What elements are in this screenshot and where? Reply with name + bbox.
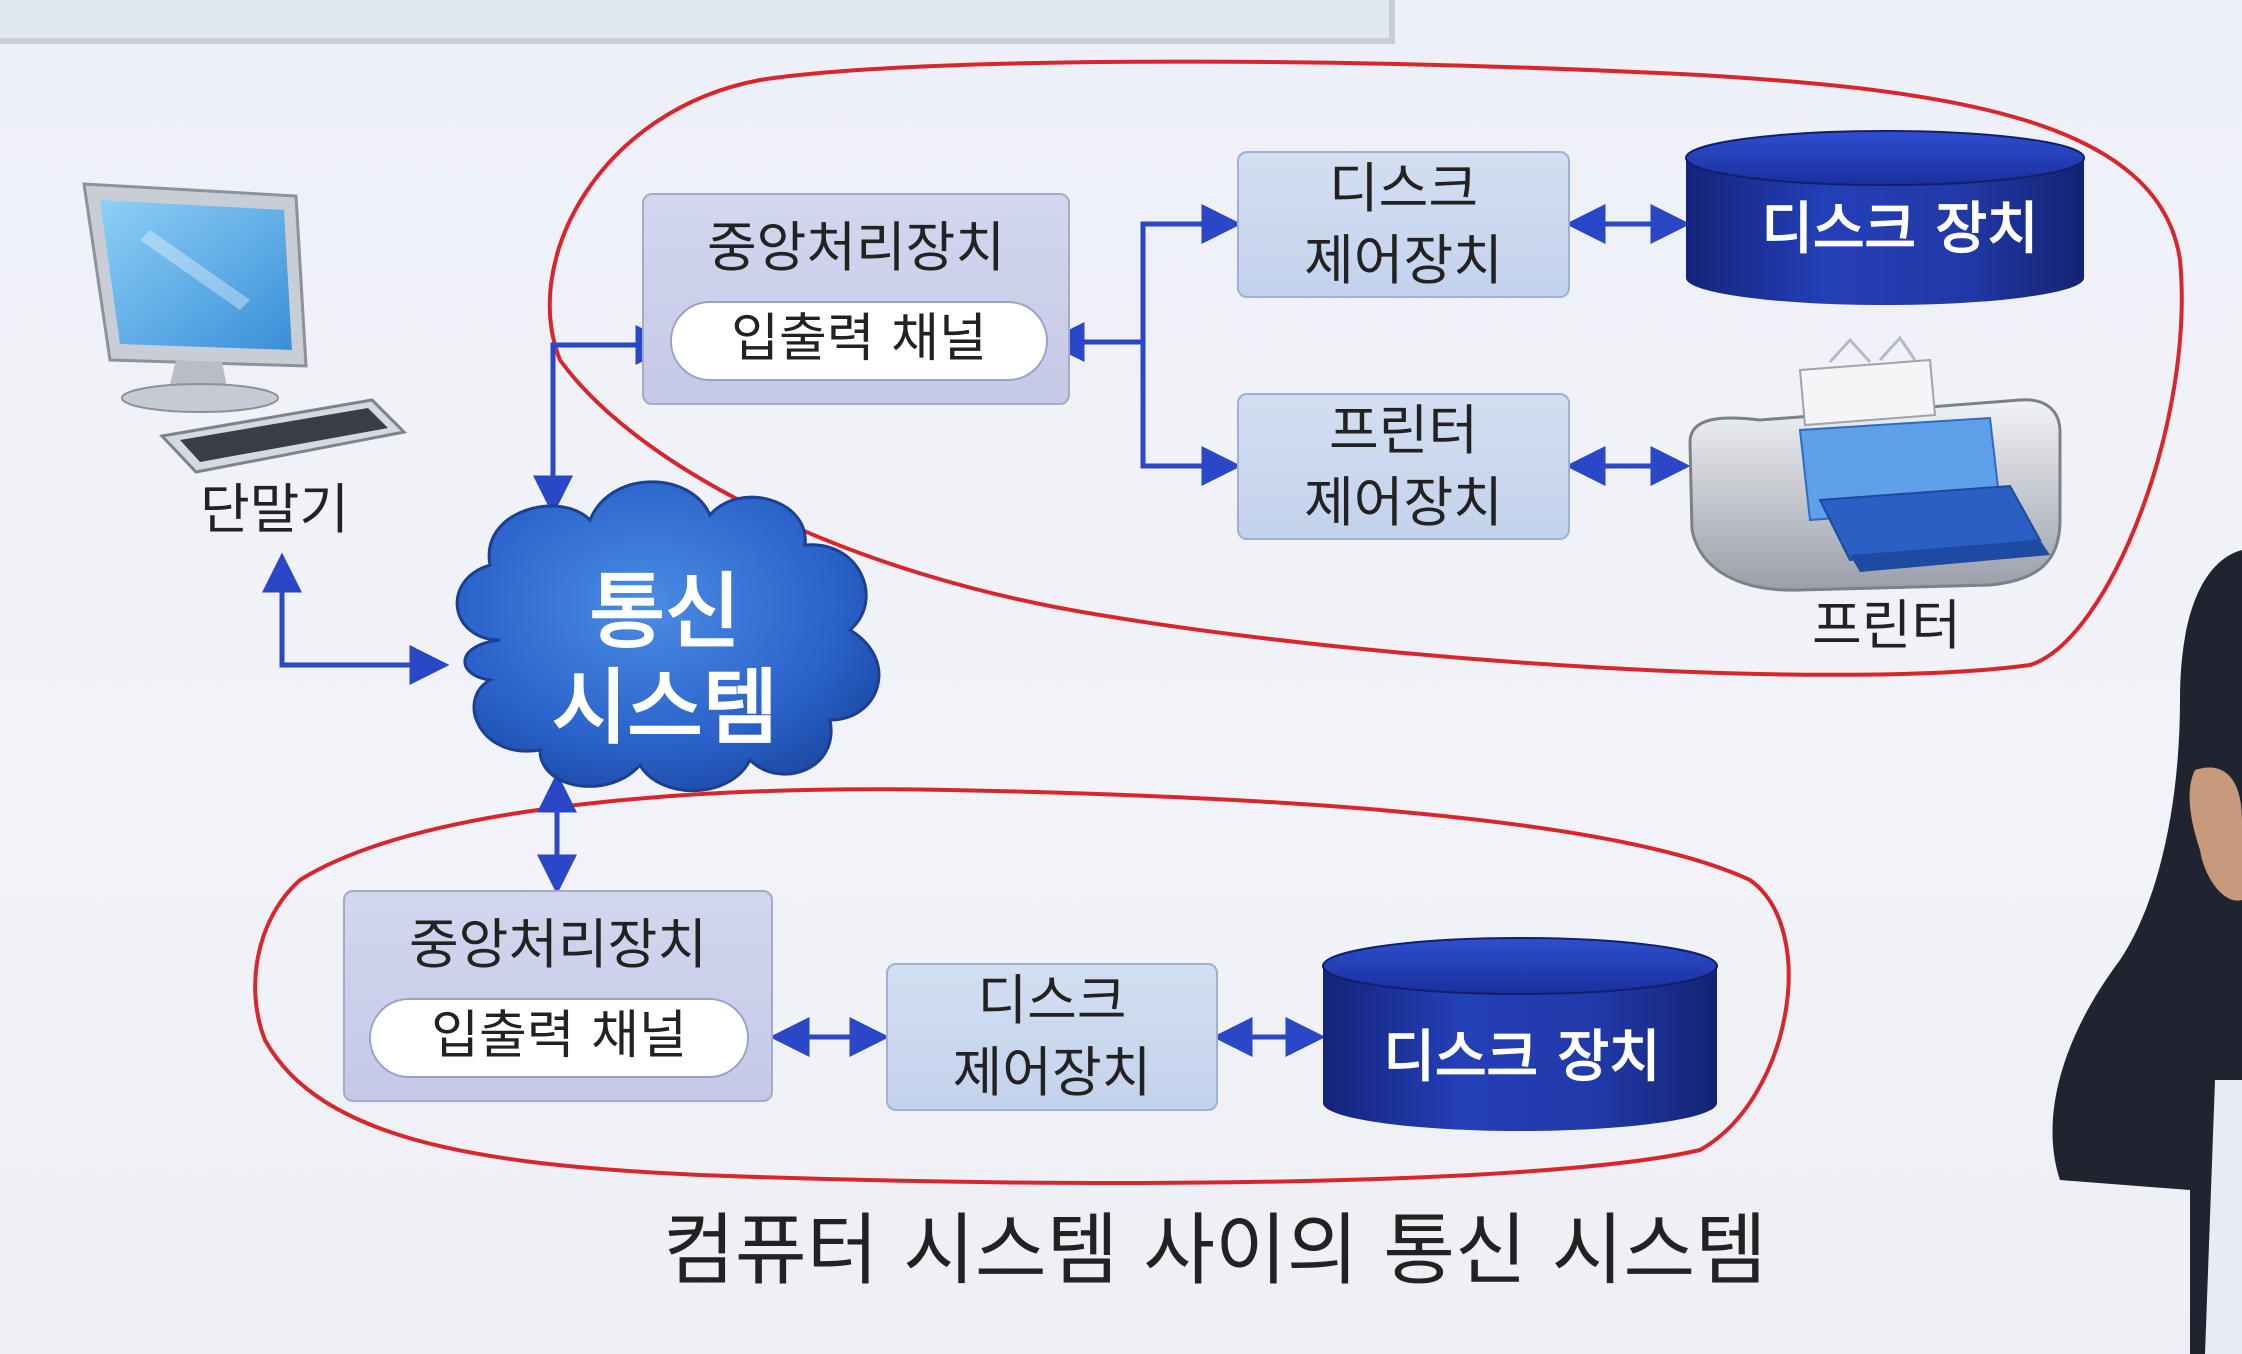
cpu-title-bottom: 중앙처리장치 [408, 913, 708, 976]
cpu-title-top: 중앙처리장치 [706, 216, 1006, 279]
io-channel-top: 입출력 채널 [670, 301, 1048, 381]
printer-icon [1688, 335, 2062, 592]
presenter-silhouette [2052, 550, 2242, 1354]
disk-cylinder-top [1685, 130, 2085, 305]
disk-controller-bottom-line1: 디스크 [977, 969, 1127, 1032]
terminal-computer-icon [82, 182, 408, 474]
network-cloud-shape [455, 480, 881, 793]
disk-controller-top-line1: 디스크 [1328, 156, 1479, 220]
arrow-network-to-cpu-top [533, 325, 676, 516]
network-label: 통신 시스템 [510, 565, 820, 757]
cpu-box-bottom: 중앙처리장치 입출력 채널 [343, 890, 773, 1102]
disk-controller-box-bottom: 디스크 제어장치 [886, 963, 1218, 1111]
arrow-branch-disk-ctrl [1140, 204, 1242, 342]
printer-controller-line2: 제어장치 [1304, 470, 1503, 534]
arrow-branch-printer-ctrl [1140, 342, 1242, 486]
annotation-loop-bottom [253, 787, 1791, 1185]
printer-controller-line1: 프린터 [1328, 398, 1479, 462]
io-channel-bottom: 입출력 채널 [369, 998, 749, 1078]
disk-controller-box-top: 디스크 제어장치 [1237, 151, 1570, 298]
diagram-caption: 컴퓨터 시스템 사이의 통신 시스템 [663, 1206, 1767, 1296]
cpu-box-top: 중앙처리장치 입출력 채널 [642, 193, 1070, 405]
top-panel-edge [0, 0, 1395, 44]
disk-controller-bottom-line2: 제어장치 [952, 1041, 1152, 1104]
arrow-terminal-to-network [262, 552, 450, 685]
printer-controller-box: 프린터 제어장치 [1237, 393, 1570, 540]
network-label-line1: 통신 [589, 565, 741, 660]
disk-device-top-label: 디스크 장치 [1761, 197, 2039, 262]
disk-device-bottom-label: 디스크 장치 [1383, 1025, 1661, 1090]
disk-cylinder-bottom [1322, 937, 1718, 1131]
connector-arrows [262, 204, 1691, 1057]
terminal-label: 단말기 [200, 478, 350, 541]
printer-label: 프린터 [1812, 594, 1962, 657]
disk-controller-top-line2: 제어장치 [1304, 228, 1503, 292]
network-label-line2: 시스템 [551, 661, 779, 756]
annotation-loop-top [547, 59, 2184, 677]
